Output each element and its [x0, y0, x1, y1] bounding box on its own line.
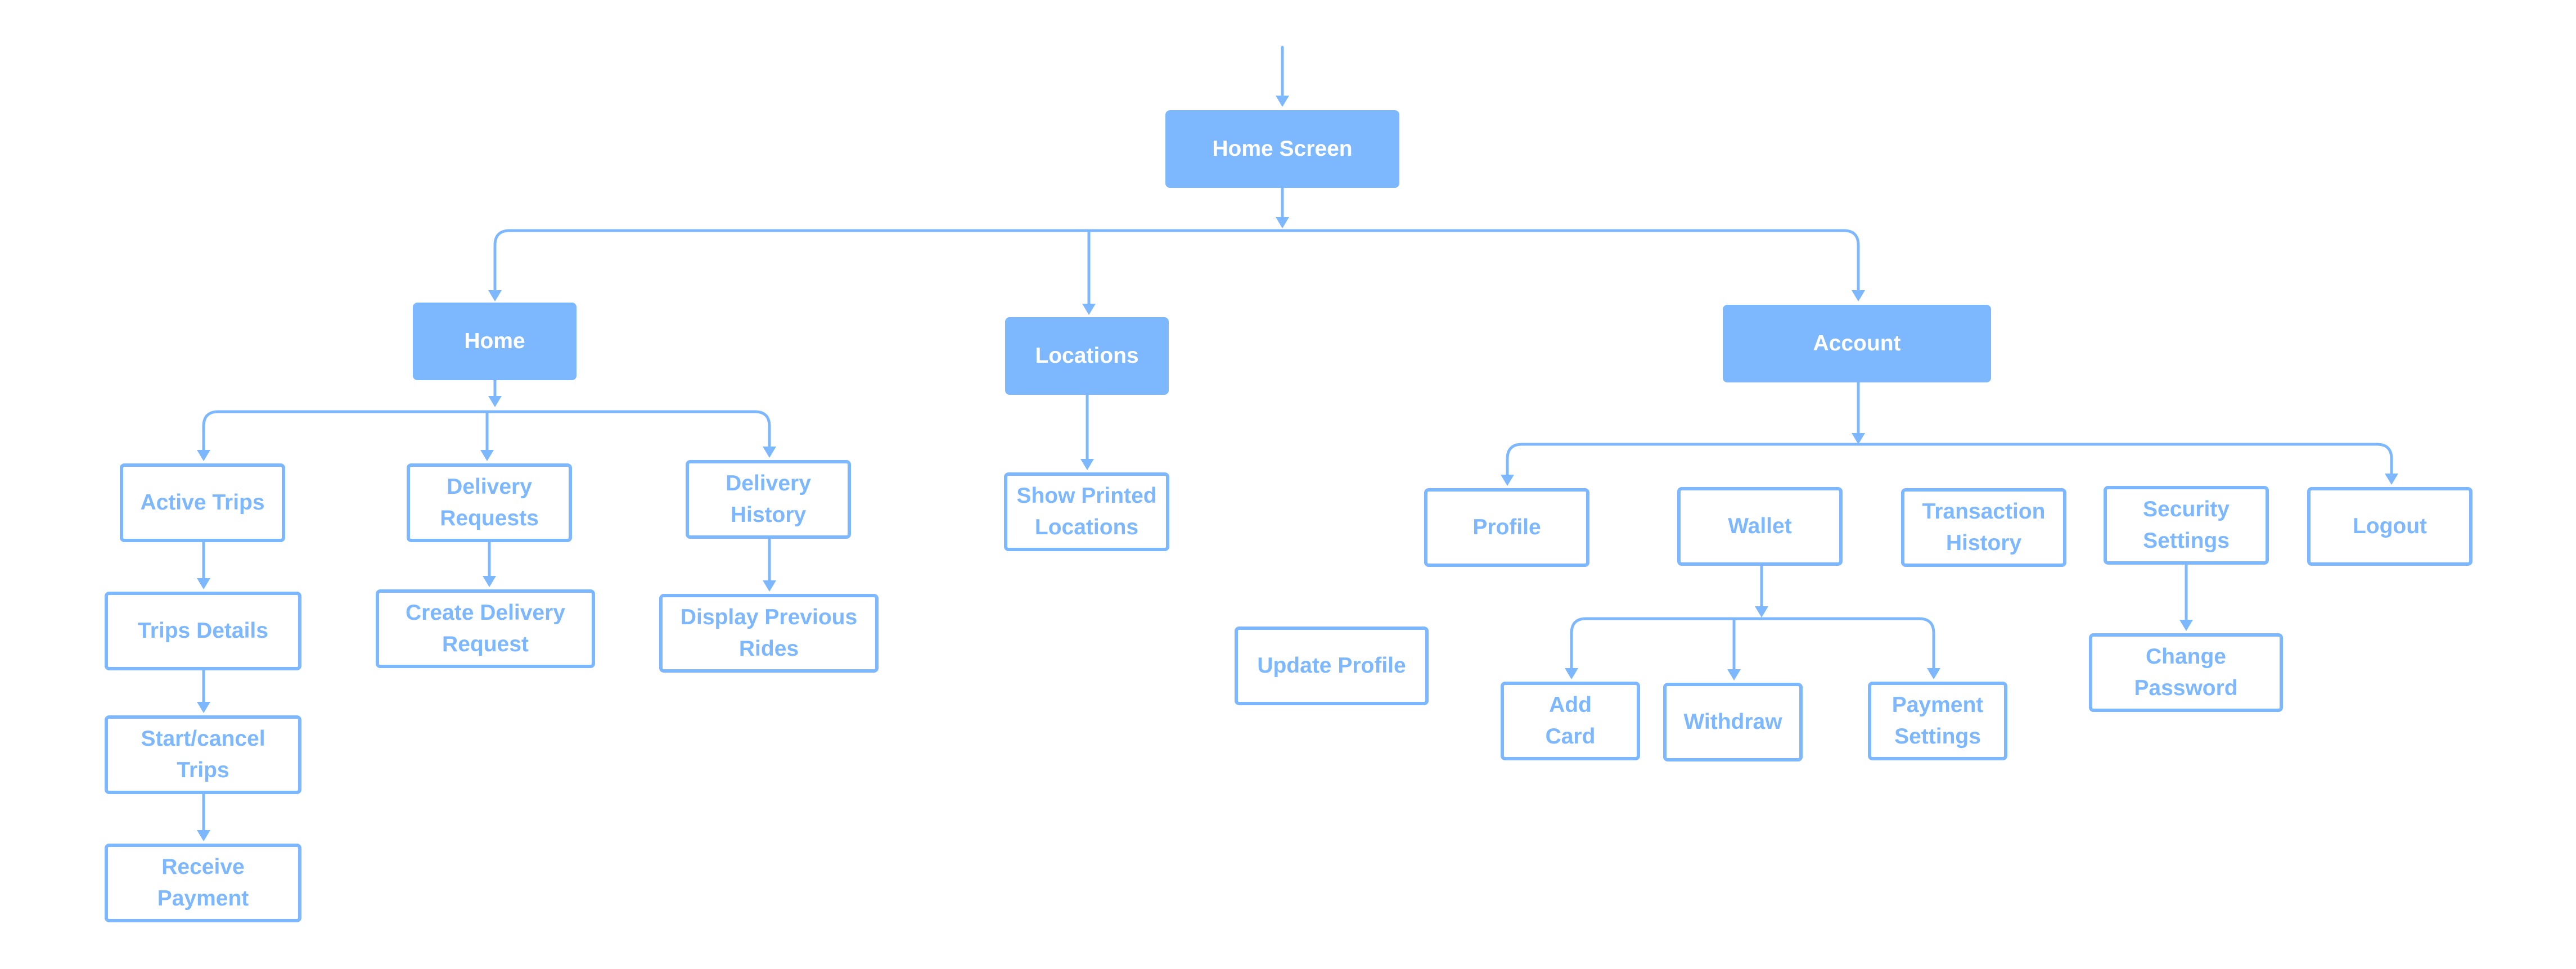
arrowhead	[1727, 669, 1741, 680]
node-home-screen: Home Screen	[1165, 110, 1399, 188]
arrowhead	[1501, 475, 1514, 486]
node-wallet: Wallet	[1677, 487, 1843, 566]
arrowhead	[763, 447, 776, 458]
arrowhead	[1852, 433, 1865, 444]
node-locations: Locations	[1005, 317, 1169, 395]
node-account: Account	[1723, 305, 1991, 382]
node-security-settings: Security Settings	[2104, 486, 2269, 565]
node-receive-payment: Receive Payment	[105, 844, 301, 922]
arrowhead	[197, 830, 210, 841]
arrowhead	[1852, 290, 1865, 301]
node-payment-settings: Payment Settings	[1868, 682, 2007, 760]
arrowhead	[1082, 304, 1096, 315]
node-change-password: Change Password	[2089, 633, 2283, 712]
arrowhead	[197, 450, 210, 461]
node-withdraw: Withdraw	[1663, 683, 1803, 761]
level1-bus	[493, 229, 1860, 299]
arrowhead	[2385, 474, 2398, 485]
arrowhead	[2179, 620, 2193, 631]
arrowhead	[197, 702, 210, 713]
node-update-profile: Update Profile	[1235, 627, 1429, 705]
node-create-delivery-request: Create Delivery Request	[376, 589, 595, 668]
node-delivery-requests: Delivery Requests	[407, 463, 572, 542]
arrowhead	[488, 290, 502, 301]
arrowhead	[1565, 668, 1578, 679]
arrowhead	[1927, 668, 1940, 679]
node-transaction-history: Transaction History	[1901, 488, 2066, 567]
arrowhead	[488, 396, 502, 407]
arrowhead	[197, 578, 210, 589]
node-logout: Logout	[2307, 487, 2473, 566]
arrowhead	[480, 450, 494, 461]
node-home: Home	[413, 303, 577, 380]
node-delivery-history: Delivery History	[686, 460, 851, 539]
node-start-cancel-trips: Start/cancel Trips	[105, 715, 301, 794]
node-add-card: Add Card	[1501, 682, 1640, 760]
arrowhead	[1080, 459, 1094, 470]
arrowhead	[763, 580, 776, 592]
account-children-bus	[1506, 443, 2393, 483]
node-active-trips: Active Trips	[120, 463, 285, 542]
arrowhead	[1276, 217, 1289, 228]
node-show-printed-locations: Show Printed Locations	[1004, 472, 1169, 551]
node-trips-details: Trips Details	[105, 592, 301, 670]
arrowhead	[483, 576, 496, 587]
wallet-children-bus	[1570, 617, 1935, 677]
node-display-previous-rides: Display Previous Rides	[659, 594, 879, 673]
node-profile: Profile	[1424, 488, 1589, 567]
arrowhead	[1276, 96, 1289, 107]
arrowhead	[1755, 606, 1768, 618]
